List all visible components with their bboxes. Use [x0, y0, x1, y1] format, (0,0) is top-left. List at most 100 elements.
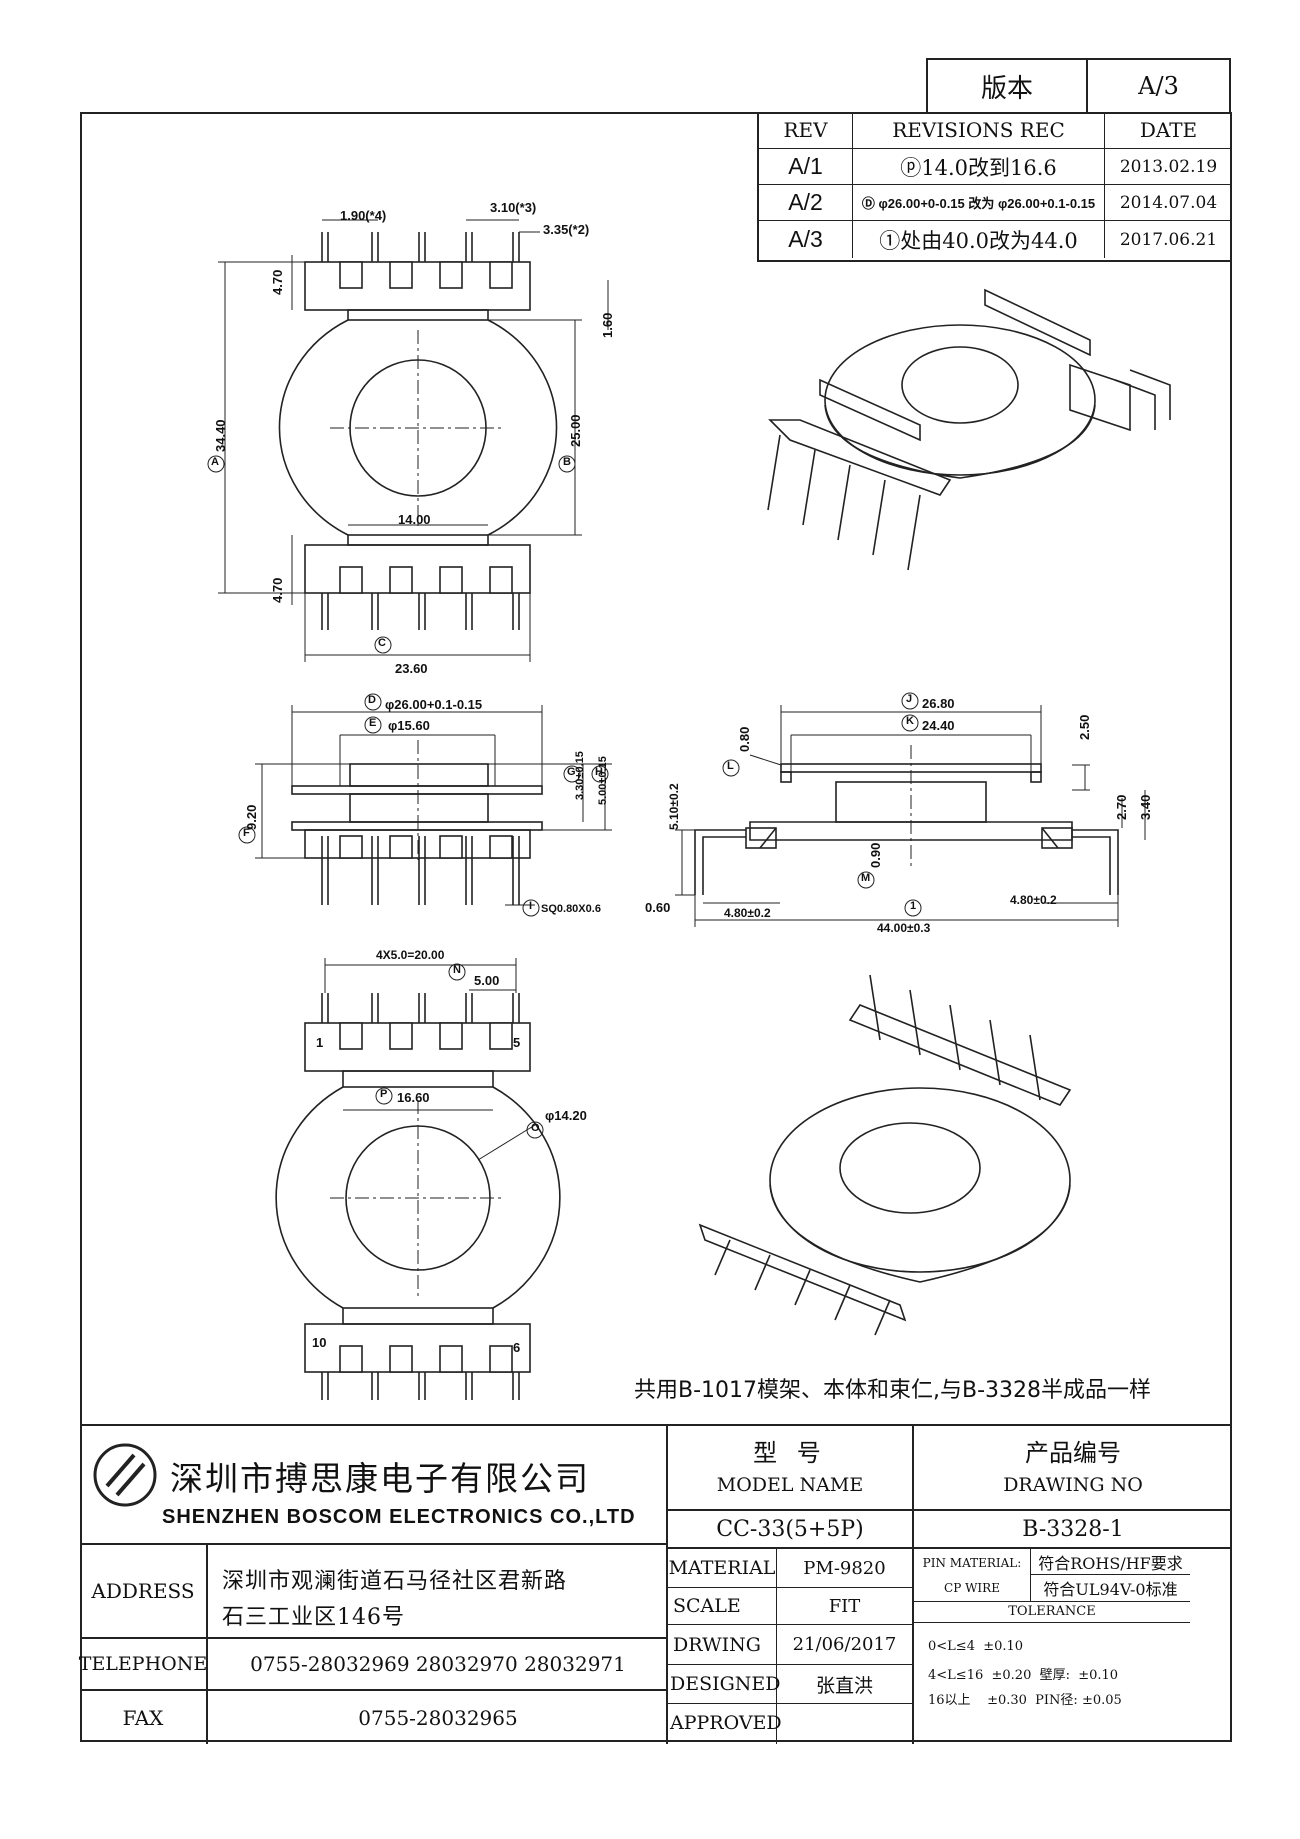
dim-2500: 25.00 [568, 414, 583, 447]
drawing-label-cn: 产品编号 [1025, 1438, 1121, 1467]
div-p3 [914, 1622, 1190, 1623]
mark-p: P [380, 1088, 388, 1100]
rec-header: REVISIONS REC [853, 112, 1105, 149]
tolerance-line-1: 0<L≤4 ±0.10 [928, 1639, 1024, 1654]
date-header: DATE [1105, 112, 1232, 149]
rev-row-1-date: 2013.02.19 [1105, 149, 1232, 185]
dim-3440: 34.40 [213, 419, 228, 452]
company-area: 深圳市搏思康电子有限公司 SHENZHEN BOSCOM ELECTRONICS… [80, 1426, 668, 1545]
mark-m: M [861, 872, 871, 884]
pin-material-value: 符合ROHS/HF要求 [1031, 1549, 1190, 1575]
rev-row-3-rec: ①处由40.0改为44.0 [853, 221, 1105, 258]
divider-h2 [668, 1547, 1232, 1549]
rev-row-3-date: 2017.06.21 [1119, 229, 1218, 250]
model-label-en: MODEL NAME [716, 1474, 864, 1496]
pin-6: 6 [513, 1340, 521, 1355]
top-view [218, 219, 609, 662]
fax-label: FAX [122, 1705, 164, 1730]
side-view [255, 705, 612, 906]
dim-2680: 26.80 [922, 696, 955, 711]
scale-value: FIT [828, 1595, 861, 1617]
version-label: 版本 [928, 60, 1088, 112]
mark-g: G [567, 766, 576, 778]
dim-480-right: 4.80±0.2 [1010, 893, 1057, 907]
dim-1400: 14.00 [398, 512, 431, 527]
div-s4 [668, 1703, 912, 1704]
div-s1 [668, 1587, 912, 1588]
technical-drawing [207, 219, 1171, 1400]
address-label: ADDRESS [91, 1579, 195, 1603]
drawing-value: B-3328-1 [1022, 1516, 1124, 1542]
mark-d: D [368, 694, 376, 706]
material-label: MATERIAL [668, 1557, 776, 1579]
dim-310: 3.10(*3) [490, 200, 537, 215]
revision-table: REV REVISIONS REC DATE A/1 ⓟ14.0改到16.6 2… [757, 112, 1232, 262]
dim-sq: SQ0.80X0.6 [541, 903, 601, 915]
dim-090: 0.90 [868, 842, 883, 868]
mark-k: K [906, 715, 914, 727]
dim-2360: 23.60 [395, 661, 428, 676]
tolerance-line-2: 4<L≤16 ±0.20 壁厚: ±0.10 [928, 1668, 1119, 1683]
designed-value: 张直洪 [815, 1674, 873, 1697]
contact-area: ADDRESS 深圳市观澜街道石马径社区君新路 石三工业区146号 TELEPH… [78, 1545, 668, 1744]
cp-wire-value: 符合UL94V-0标准 [1043, 1580, 1178, 1599]
model-label-cn: 型 号 [753, 1438, 827, 1467]
div-s3 [668, 1664, 912, 1665]
drawing-note: 共用B-1017模架、本体和束仁,与B-3328半成品一样 [634, 1378, 1152, 1403]
designed-label: DESIGNED [670, 1673, 781, 1695]
rev-row-1-rev: A/1 [759, 149, 853, 185]
company-logo [93, 1443, 157, 1507]
mark-e: E [369, 717, 377, 729]
dim-060: 0.60 [645, 900, 671, 915]
drawing-label-en: DRAWING NO [1003, 1474, 1143, 1496]
fax-value: 0755-28032965 [358, 1705, 518, 1730]
divider-h1 [668, 1509, 1232, 1511]
mark-o: O [531, 1122, 540, 1134]
mark-a: A [211, 456, 219, 468]
dim-160: 1.60 [600, 312, 615, 338]
rev-row-1-rec: ⓟ14.0改到16.6 [853, 149, 1105, 185]
dim-470-bottom: 4.70 [270, 577, 285, 603]
address-line-2: 石三工业区146号 [222, 1605, 405, 1630]
dim-270: 2.70 [1114, 794, 1129, 820]
dim-2600: φ26.00+0.1-0.15 [385, 697, 483, 712]
pin-5: 5 [513, 1035, 521, 1050]
mark-b: B [563, 456, 571, 468]
mark-j: J [906, 693, 913, 705]
dim-080: 0.80 [737, 726, 752, 752]
pin-1: 1 [316, 1035, 324, 1050]
material-value: PM-9820 [803, 1557, 886, 1579]
isometric-view-2 [698, 974, 1072, 1336]
model-value: CC-33(5+5P) [716, 1516, 864, 1542]
mark-f: F [243, 827, 250, 839]
company-name-en: SHENZHEN BOSCOM ELECTRONICS CO.,LTD [162, 1506, 636, 1528]
mark-1: 1 [910, 900, 917, 912]
cp-wire-label: CP WIRE [944, 1581, 1000, 1595]
drwing-value: 21/06/2017 [792, 1634, 897, 1655]
dim-1660: 16.60 [397, 1090, 430, 1105]
dim-1560: φ15.60 [388, 718, 430, 733]
mark-c: C [378, 637, 386, 649]
rev-header: REV [759, 112, 853, 149]
divider-left [666, 1545, 668, 1744]
pin-area: PIN MATERIAL: CP WIRE 符合ROHS/HF要求 符合UL94… [914, 1549, 1232, 1744]
dim-1420: φ14.20 [545, 1108, 587, 1123]
telephone-value: 0755-28032969 28032970 28032971 [250, 1652, 626, 1676]
div-s2 [668, 1624, 912, 1625]
telephone-label: TELEPHONE [78, 1653, 208, 1675]
dim-250: 2.50 [1077, 714, 1092, 740]
tolerance-line-3: 16以上 ±0.30 PIN径: ±0.05 [928, 1693, 1122, 1708]
front-view [675, 705, 1146, 927]
pin-10: 10 [312, 1335, 327, 1350]
rev-row-2-rev: A/2 [759, 185, 853, 221]
drawing-frame [80, 112, 1232, 1742]
drwing-label: DRWING [673, 1633, 761, 1656]
isometric-view-1 [767, 288, 1171, 571]
dim-5: 5.00 [474, 973, 500, 988]
dim-330: 3.30±0.15 [574, 751, 586, 800]
dim-4x5: 4X5.0=20.00 [376, 948, 445, 962]
div-p1 [1030, 1549, 1031, 1601]
dim-2440: 24.40 [922, 718, 955, 733]
version-value: A/3 [1138, 72, 1179, 100]
tolerance-label: TOLERANCE [1008, 1603, 1096, 1619]
